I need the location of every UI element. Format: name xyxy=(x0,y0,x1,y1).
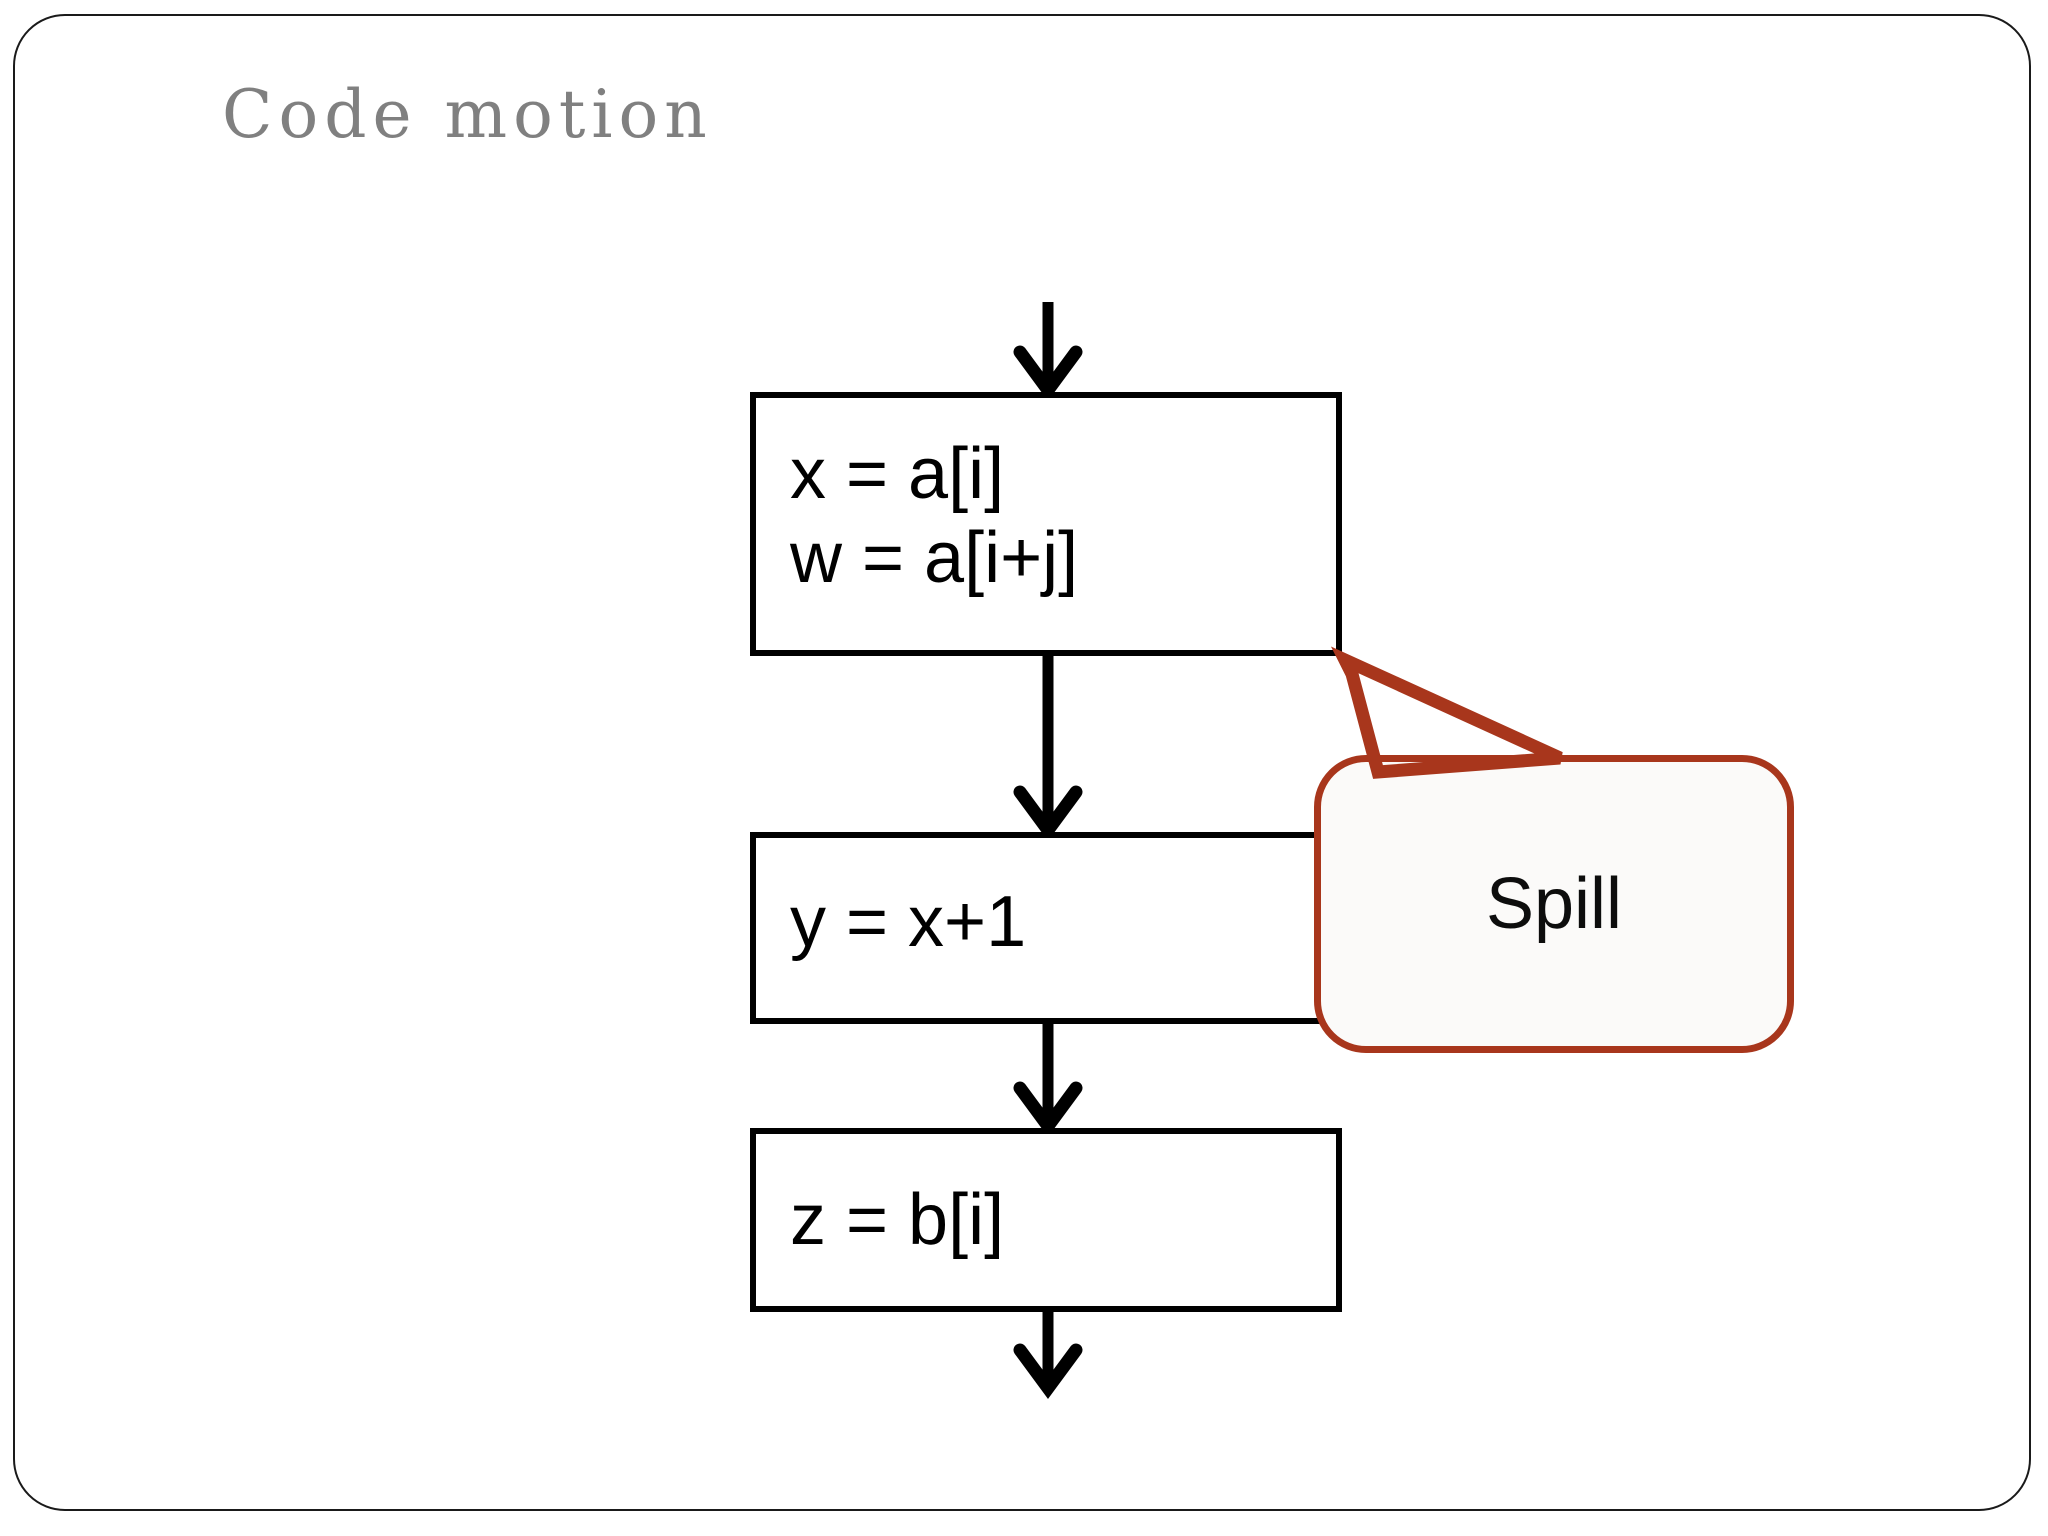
edge-block-2-to-block-3 xyxy=(1013,1024,1083,1137)
edge-block-3-to-exit xyxy=(1013,1312,1083,1399)
basic-block-3-code: z = b[i] xyxy=(790,1180,1005,1260)
basic-block-3 xyxy=(750,1128,1342,1312)
edge-block-1-to-block-2 xyxy=(1013,656,1083,841)
basic-block-2-code: y = x+1 xyxy=(790,882,1027,962)
spill-callout-label: Spill xyxy=(1485,864,1623,944)
basic-block-1-code: x = a[i] w = a[i+j] xyxy=(790,434,1079,598)
spill-callout-bubble xyxy=(1314,755,1794,1053)
edge-entry-to-block-1 xyxy=(1013,302,1083,401)
slide-frame-border xyxy=(13,14,2031,1511)
basic-block-1 xyxy=(750,392,1342,656)
page-title: Code motion xyxy=(222,76,713,153)
